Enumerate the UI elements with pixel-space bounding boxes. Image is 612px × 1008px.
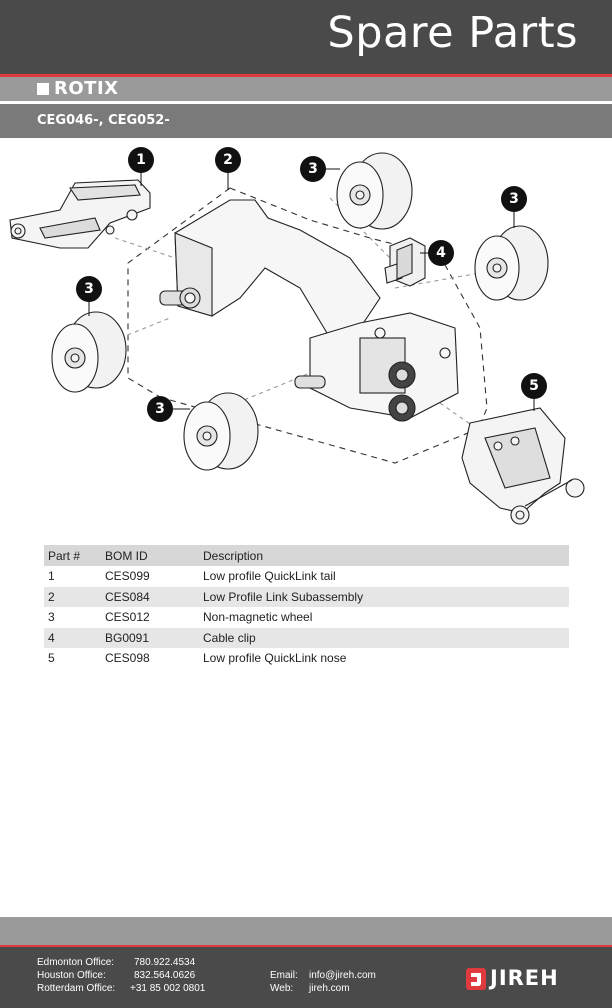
bom-id-cell: BG0091	[101, 627, 199, 648]
table-row: 1 CES099 Low profile QuickLink tail	[44, 566, 569, 587]
bom-id-cell: CES084	[101, 586, 199, 607]
footer-accent-line	[0, 945, 612, 947]
email-label: Email:	[270, 970, 298, 981]
description-cell: Non-magnetic wheel	[203, 610, 313, 625]
callout-part-5: 5	[521, 373, 547, 399]
edmonton-office-phone: 780.922.4534	[134, 957, 196, 968]
callout-part-4: 4	[428, 240, 454, 266]
description-cell: Low profile QuickLink tail	[203, 569, 336, 584]
model-bar: CEG046-, CEG052-	[0, 104, 612, 138]
column-header-description: Description	[199, 545, 569, 566]
footer	[0, 947, 612, 1008]
page-title: Spare Parts	[327, 8, 578, 58]
header-accent-line	[0, 74, 612, 77]
houston-office-label: Houston Office:	[37, 970, 106, 981]
part-number-cell: 3	[48, 610, 55, 625]
table-row: 4 BG0091 Cable clip	[44, 627, 569, 648]
brand-bar: ROTIX	[0, 77, 612, 101]
part-number-cell: 2	[44, 586, 101, 607]
exploded-view-drawing	[9, 152, 585, 525]
brand-square-icon	[37, 83, 49, 95]
table-row: 5 CES098 Low profile QuickLink nose	[44, 648, 569, 669]
callout-part-3: 3	[501, 186, 527, 212]
description-cell: Low Profile Link Subassembly	[199, 586, 569, 607]
description-cell: Cable clip	[199, 627, 569, 648]
table-header-row: Part # BOM ID Description	[44, 545, 569, 566]
header-bar: Spare Parts	[0, 0, 612, 74]
callout-part-1: 1	[128, 147, 154, 173]
column-header-bom-id: BOM ID	[101, 545, 199, 566]
part-number-cell: 1	[48, 569, 55, 584]
edmonton-office-label: Edmonton Office:	[37, 957, 115, 968]
callout-part-3: 3	[147, 396, 173, 422]
brand-name: ROTIX	[54, 78, 119, 99]
description-cell: Low profile QuickLink nose	[203, 651, 347, 666]
houston-office-phone: 832.564.0626	[134, 970, 196, 981]
exploded-parts-diagram: 1 2 3 3 4 3 5 3	[0, 138, 612, 538]
rotterdam-office-phone: +31 85 002 0801	[130, 983, 206, 994]
bom-id-cell: CES012	[105, 610, 150, 625]
bom-id-cell: CES099	[105, 569, 150, 584]
divider	[0, 101, 612, 104]
jireh-logo-text: JIREH	[490, 966, 559, 990]
parts-table: Part # BOM ID Description 1 CES099 Low p…	[44, 545, 569, 669]
footer-grey-band	[0, 917, 612, 945]
table-row: 2 CES084 Low Profile Link Subassembly	[44, 586, 569, 607]
jireh-logo-icon	[466, 968, 486, 990]
web-label: Web:	[270, 983, 294, 994]
callout-part-3: 3	[300, 156, 326, 182]
email-link[interactable]: info@jireh.com	[309, 970, 376, 981]
callout-part-2: 2	[215, 147, 241, 173]
part-number-cell: 4	[44, 627, 101, 648]
rotterdam-office-label: Rotterdam Office:	[37, 983, 116, 994]
part-number-cell: 5	[48, 651, 55, 666]
table-row: 3 CES012 Non-magnetic wheel	[44, 607, 569, 628]
bom-id-cell: CES098	[105, 651, 150, 666]
web-link[interactable]: jireh.com	[309, 983, 350, 994]
column-header-part-number: Part #	[44, 545, 101, 566]
callout-part-3: 3	[76, 276, 102, 302]
model-numbers: CEG046-, CEG052-	[37, 113, 170, 128]
